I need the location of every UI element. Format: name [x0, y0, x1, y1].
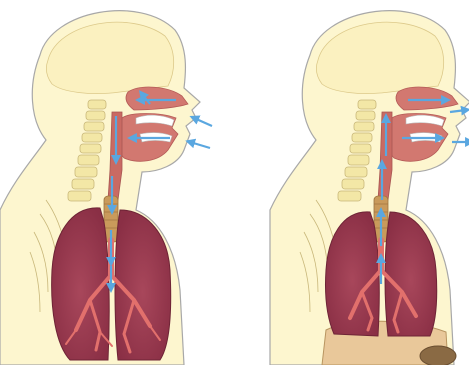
arrow-in-mouth: [190, 142, 210, 148]
exhalation-panel: [270, 11, 469, 365]
abdominal-opening: [420, 346, 456, 365]
arrow-in-nose: [194, 118, 212, 126]
inhalation-panel: [0, 11, 212, 365]
